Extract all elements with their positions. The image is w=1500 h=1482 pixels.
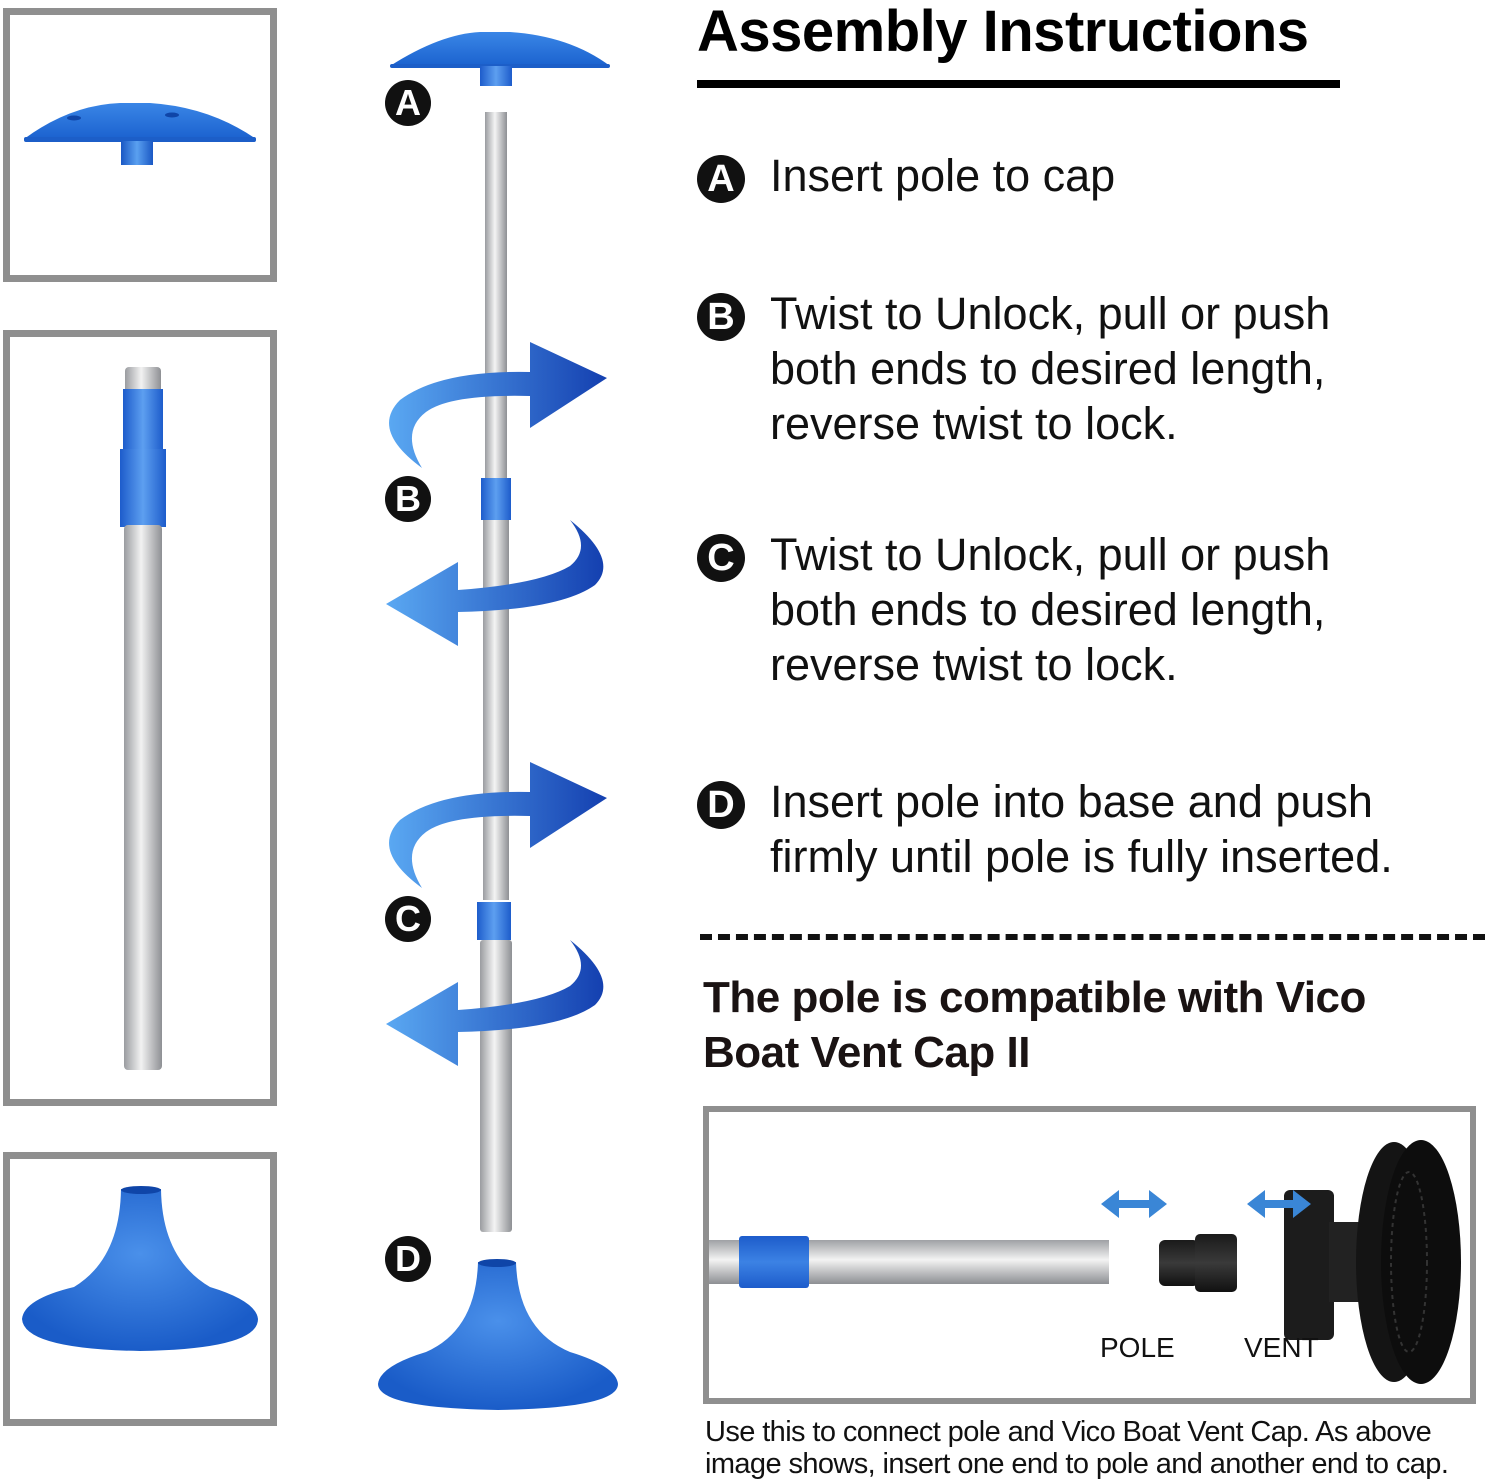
twist-arrow-left-b: [386, 520, 604, 646]
adapter-caption: Use this to connect pole and Vico Boat V…: [705, 1416, 1449, 1480]
step-c: C Twist to Unlock, pull or push both end…: [697, 527, 1330, 692]
step-a-text: Insert pole to cap: [770, 150, 1116, 201]
step-d: D Insert pole into base and push firmly …: [697, 774, 1393, 884]
diagram-cap: [390, 32, 610, 86]
title-underline: [697, 80, 1340, 88]
adapter-panel: [703, 1106, 1476, 1404]
twist-arrow-right-b: [389, 342, 607, 468]
twist-arrow-left-c: [386, 940, 604, 1066]
marker-c: C: [385, 896, 431, 942]
adapter-pole-sleeve: [739, 1236, 809, 1288]
label-pole: POLE: [1100, 1332, 1175, 1363]
compatibility-heading: The pole is compatible with Vico Boat Ve…: [703, 973, 1366, 1077]
diagram-base: [378, 1259, 618, 1410]
step-c-text: Twist to Unlock, pull or push both ends …: [770, 529, 1331, 690]
twist-arrow-right-c: [389, 762, 607, 888]
pole-panel: [3, 330, 277, 1106]
adapter-connector: [1159, 1234, 1237, 1292]
diagram-sleeve-b: [481, 478, 511, 520]
step-b-text: Twist to Unlock, pull or push both ends …: [770, 288, 1331, 449]
step-b-badge: B: [697, 293, 745, 341]
diagram-pole-upper: [485, 112, 507, 492]
marker-b: B: [385, 476, 431, 522]
step-a-badge: A: [697, 155, 745, 203]
double-arrow-pole-icon: [1101, 1190, 1167, 1218]
cap-panel: [3, 8, 277, 282]
step-b: B Twist to Unlock, pull or push both end…: [697, 286, 1330, 451]
diagram-pole-middle: [483, 520, 509, 900]
step-a: A Insert pole to cap: [697, 148, 1115, 203]
marker-a: A: [385, 80, 431, 126]
base-image: [22, 1186, 258, 1351]
step-d-text: Insert pole into base and push firmly un…: [770, 776, 1393, 882]
cap-image: [24, 103, 256, 165]
diagram-pole-lower: [480, 940, 512, 1232]
step-d-badge: D: [697, 781, 745, 829]
step-c-badge: C: [697, 534, 745, 582]
double-arrow-vent-icon: [1247, 1190, 1311, 1218]
vent-cap: [1284, 1140, 1461, 1384]
base-panel: [3, 1152, 277, 1426]
marker-d: D: [385, 1236, 431, 1282]
diagram-sleeve-c: [477, 902, 511, 940]
label-vent: VENT: [1244, 1332, 1319, 1363]
exploded-diagram: [378, 32, 618, 1410]
pole-image: [120, 367, 166, 1070]
section-divider: [700, 934, 1485, 940]
adapter-illustration: [709, 1140, 1461, 1384]
page-title: Assembly Instructions: [697, 0, 1309, 64]
